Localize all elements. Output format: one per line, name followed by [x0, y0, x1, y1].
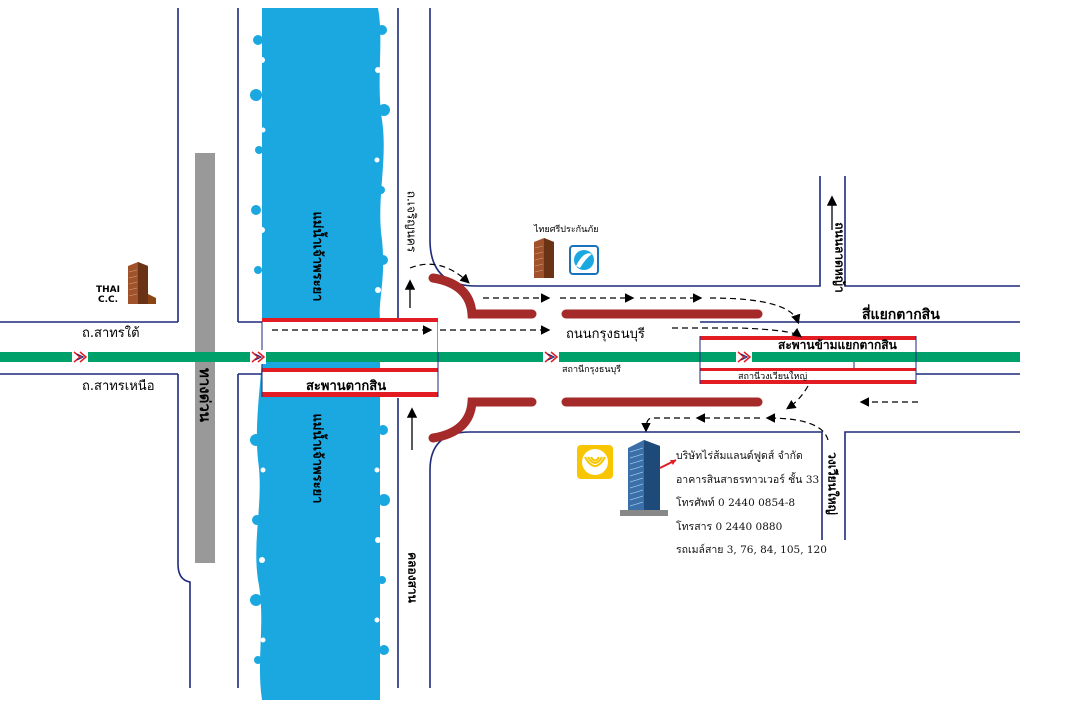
bts-logo-icon — [543, 350, 559, 364]
landmark-thai-cc: THAI C.C. — [96, 285, 120, 305]
company-info: บริษัทไร่ส้มแลนด์ฟูดส์ จำกัด อาคารสินสาธ… — [676, 445, 827, 563]
krungsri-logo-icon — [577, 445, 613, 479]
intersection-label: สี่แยกตากสิน — [862, 307, 940, 323]
river-text-bottom: แม่น้ำเจ้าพระยา — [309, 413, 325, 504]
bts-logo-icon — [72, 350, 88, 364]
road-label-krung-thonburi: ถนนกรุงธนบุรี — [566, 327, 645, 342]
bridge-label-overpass: สะพานข้ามแยกตากสิน — [778, 338, 897, 352]
charoen-nakhon-text: ถ.เจริญนคร — [404, 190, 419, 253]
building-icon — [128, 262, 156, 304]
taksin-overpass — [699, 336, 917, 384]
wongwian-yai-text: วงเวียนใหญ่ — [825, 452, 840, 515]
company-fax: โทรสาร 0 2440 0880 — [676, 520, 783, 533]
insurance-logo-icon — [569, 245, 599, 275]
direction-arrow-icon — [404, 195, 838, 450]
company-building: อาคารสินสาธรทาวเวอร์ ชั้น 33 — [676, 473, 820, 486]
company-bus: รถเมล์สาย 3, 76, 84, 105, 120 — [676, 544, 827, 556]
company-name: บริษัทไร่ส้มแลนด์ฟูดส์ จำกัด — [676, 450, 803, 462]
bridge-label-taksin: สะพานตากสิน — [306, 379, 387, 394]
building-icon — [534, 238, 554, 278]
bts-line — [0, 352, 1020, 362]
river-label-bottom: แม่น้ำเจ้าพระยา — [308, 399, 329, 519]
expressway-text: ทางด่วน — [196, 367, 214, 423]
bts-logo-icon — [250, 350, 266, 364]
company-phone: โทรศัพท์ 0 2440 0854-8 — [676, 497, 796, 509]
bts-logo-icon — [736, 350, 752, 364]
road-label-sathorn-tai: ถ.สาทรใต้ — [82, 326, 140, 341]
khlong-san-text: คลองสาน — [405, 552, 420, 603]
tower-icon — [620, 440, 677, 516]
road-label-expressway: ทางด่วน — [193, 365, 217, 425]
lat-ya-text: ถนนลาดหญ้า — [832, 222, 847, 293]
road-label-charoen-nakhon: ถ.เจริญนคร — [402, 177, 421, 267]
road-label-sathorn-nuea: ถ.สาทรเหนือ — [82, 379, 155, 394]
station-label-wongwian-yai: สถานีวงเวียนใหญ่ — [738, 372, 808, 382]
station-label-krung-thonburi: สถานีกรุงธนบุรี — [562, 365, 622, 375]
road-label-khlong-san: คลองสาน — [403, 540, 422, 616]
river-text-top: แม่น้ำเจ้าพระยา — [309, 211, 325, 302]
landmark-thai-sri: ไทยศรีประกันภัย — [534, 225, 599, 235]
road-label-lat-ya: ถนนลาดหญ้า — [830, 215, 849, 301]
river-label-top: แม่น้ำเจ้าพระยา — [308, 197, 329, 317]
traffic-arrows — [272, 263, 918, 441]
ramps — [428, 273, 763, 443]
